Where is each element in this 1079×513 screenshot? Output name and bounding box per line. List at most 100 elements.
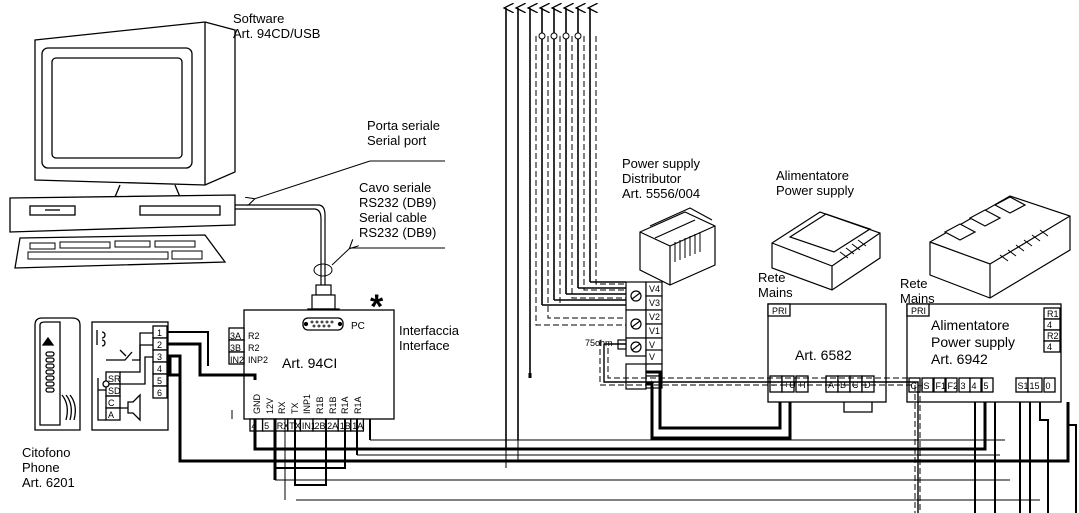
terminal-in2-desc: INP2	[248, 355, 269, 365]
interface-terminal-label: RX	[276, 421, 290, 431]
interface-terminal-label: 4	[251, 421, 257, 431]
phone-terminal-label: 2	[157, 339, 163, 350]
distributor-terminal-label: -	[649, 366, 652, 376]
distributor-terminal-label: +	[649, 378, 655, 388]
interface-pin-label: TX	[289, 402, 300, 414]
psu-6582-terminal	[781, 375, 795, 393]
phone-inner-label: SD	[108, 386, 121, 396]
psu-6582-terminal-label: +U	[784, 380, 796, 390]
psu-6942-terminal	[921, 377, 934, 393]
phone-inner-label: SR	[108, 374, 121, 384]
psu-6942-terminal-label: 5	[983, 381, 989, 391]
serial-cable	[235, 204, 326, 285]
psu-6582-terminal-label: B	[840, 380, 847, 390]
psu-6582-terminal-label: C	[852, 380, 859, 390]
terminal-3a: 3A	[230, 331, 242, 341]
terminal-3b-desc: R2	[248, 343, 260, 353]
psu-6582-model: Art. 6582	[795, 347, 852, 363]
interface-pin-label: RX	[277, 401, 288, 414]
phone-terminal	[152, 385, 168, 399]
interface-pin-label: R1B	[327, 396, 338, 414]
distributor-terminal-label: V	[649, 352, 656, 362]
phone-terminal-label: 1	[157, 327, 163, 338]
psu-6942-relay-label: R2	[1047, 331, 1059, 341]
interface-terminal-label: 1A	[352, 421, 364, 431]
psu-6942-relay-label: 4	[1047, 320, 1053, 330]
psu-6582-terminal-label: D	[864, 380, 871, 390]
psu-6582-terminal-label: +I	[798, 380, 806, 390]
interface-model: Art. 94CI	[282, 355, 338, 371]
psu-6942-relay-terminal	[1043, 340, 1061, 353]
psu-6942-terminal-label: S	[923, 381, 930, 391]
psu-6942-terminal-label: 15	[1029, 381, 1040, 391]
pc-port-label: PC	[351, 321, 365, 332]
interface-terminal-label: 1B	[339, 421, 351, 431]
psu-6942-terminal-label: CH	[910, 381, 924, 391]
psu-6582-illustration	[771, 211, 881, 291]
interface-pin-label: R1B	[315, 396, 325, 414]
distributor-terminals	[617, 281, 663, 390]
psu-6942-relay-label: R1	[1047, 309, 1059, 319]
psu-6582-terminal	[861, 375, 875, 393]
psu-6582-terminal-label: -	[772, 380, 775, 390]
terminal-3a-desc: R2	[248, 331, 260, 341]
phone-inner-label: C	[108, 398, 115, 408]
interface-pin-label: GND	[252, 394, 262, 414]
psu-6942-illustration	[929, 195, 1071, 299]
pri-label-1: PRI	[772, 306, 788, 316]
psu-6942-relay-label: 4	[1047, 342, 1053, 352]
psu-6582-terminal	[795, 375, 809, 393]
distributor-terminal-label: V3	[649, 298, 661, 308]
psu-6942-terminal-label: 4	[971, 381, 977, 391]
ohm-label: 75ohm	[585, 338, 613, 348]
psu-6942-terminal	[945, 377, 958, 393]
interface-terminal-label: IN1	[301, 421, 316, 431]
pri-label-2: PRI	[911, 306, 927, 316]
psu-6942-terminal-label: 0	[1045, 381, 1051, 391]
phone-terminal-label: 4	[157, 363, 163, 374]
terminal-3b: 3B	[230, 343, 242, 353]
distributor-terminal-label: V	[649, 340, 656, 350]
interface-terminal-label: 2B	[314, 421, 326, 431]
psu-6942-terminal	[1027, 377, 1043, 393]
phone-illustration	[34, 317, 169, 431]
interface-pin-label: 12V	[264, 397, 275, 414]
psu-6942-box	[906, 303, 1062, 403]
phone-inner-label: A	[108, 410, 115, 420]
phone-terminal-label: 5	[157, 375, 163, 386]
psu-6942-terminal-label: 3	[960, 381, 966, 391]
computer-illustration	[9, 21, 236, 269]
psu-6942-terminal	[969, 377, 982, 393]
interface-pin-label: R1A	[352, 396, 363, 414]
interface-terminal-label: 5	[264, 421, 270, 431]
psu-6582-box	[767, 303, 887, 413]
psu-6942-terminal	[933, 377, 946, 393]
psu-6942-terminal-label: F2	[947, 381, 959, 391]
distributor-illustration	[639, 207, 716, 286]
interface-terminal-label: 2A	[327, 421, 339, 431]
interface-box	[228, 309, 395, 432]
psu-6942-terminal-label: F1	[935, 381, 947, 391]
distributor-terminal-label: V1	[649, 326, 661, 336]
terminal-in2: IN2	[230, 355, 245, 365]
psu-6582-terminal-label: A	[828, 380, 835, 390]
psu-6942-terminal-label: S1	[1017, 381, 1029, 391]
phone-terminal-label: 6	[157, 387, 163, 398]
distributor-terminal-label: V2	[649, 312, 661, 322]
distributor-terminal-label: V4	[649, 284, 661, 294]
psu-6942-terminal	[1043, 377, 1056, 393]
interface-terminal-label: TX	[289, 421, 301, 431]
serial-port-pointer	[254, 160, 371, 199]
wiring	[168, 8, 1077, 513]
psu-6942-terminal	[981, 377, 994, 393]
